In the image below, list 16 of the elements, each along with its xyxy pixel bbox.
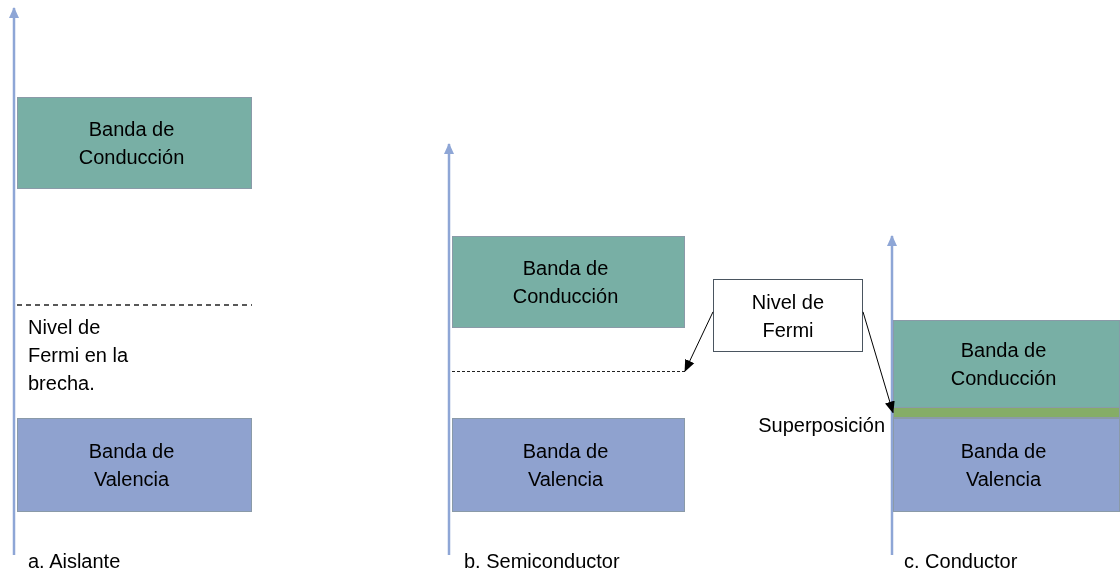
arrow — [684, 311, 714, 372]
valence-band: Banda de Valencia — [452, 418, 685, 512]
panel-caption: b. Semiconductor — [464, 549, 620, 573]
annotation-text: Nivel de Fermi en la brecha. — [28, 315, 130, 396]
valence-band: Banda de Valencia — [17, 418, 252, 512]
overlap-strip — [893, 407, 1120, 418]
arrow — [862, 311, 895, 414]
conduction-band: Banda de Conducción — [893, 320, 1120, 408]
conduction-band: Banda de Conducción — [452, 236, 685, 328]
annotation-text: Superposición — [758, 413, 885, 438]
fermi-level-line — [452, 371, 685, 373]
panel-caption: a. Aislante — [28, 549, 121, 573]
conduction-band: Banda de Conducción — [17, 97, 252, 189]
callout-box: Nivel de Fermi — [713, 279, 863, 352]
valence-band: Banda de Valencia — [893, 418, 1120, 512]
panel-caption: c. Conductor — [904, 549, 1018, 573]
